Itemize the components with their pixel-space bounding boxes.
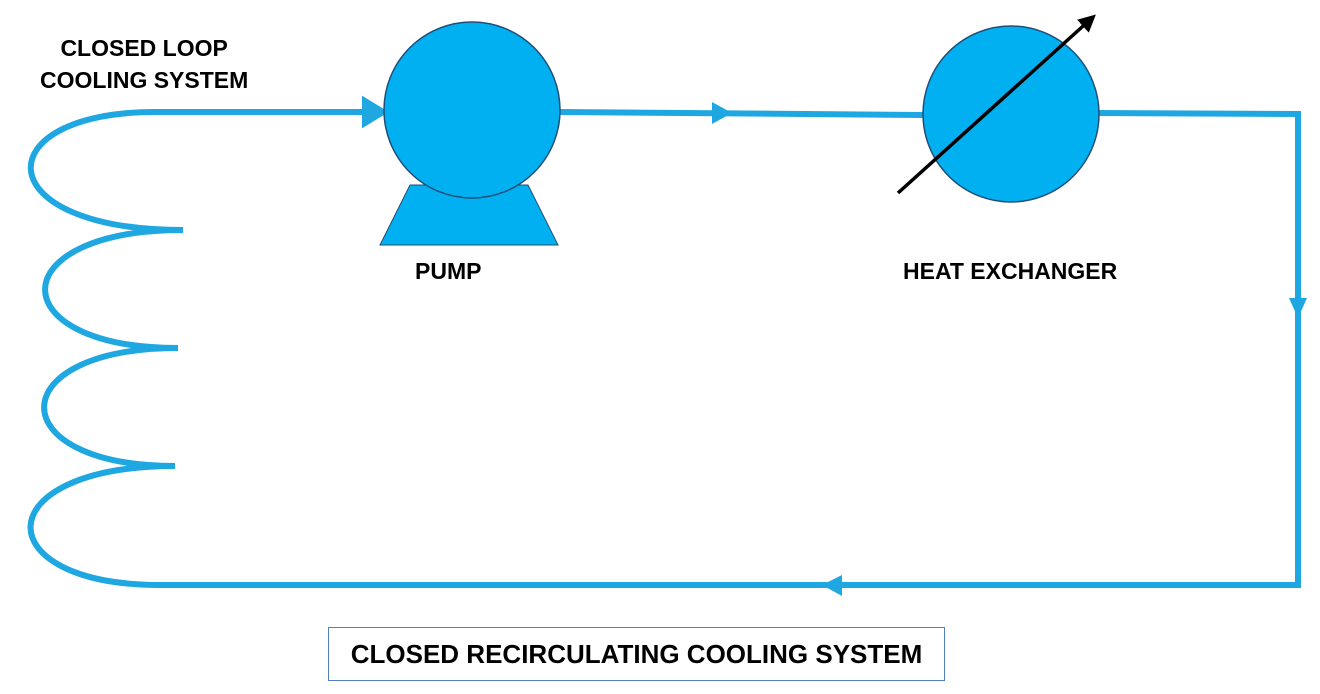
system-label-line1: CLOSED LOOP <box>60 35 228 61</box>
cooling-coil-icon <box>27 109 835 588</box>
pipe-exchanger-return <box>835 110 1301 588</box>
caption-box: CLOSED RECIRCULATING COOLING SYSTEM <box>328 627 945 681</box>
pump-label: PUMP <box>415 258 482 284</box>
flow-arrow-right <box>1289 298 1307 318</box>
heat-exchanger-label: HEAT EXCHANGER <box>903 258 1118 284</box>
flow-arrow-top <box>712 102 732 124</box>
flow-arrow-bottom <box>822 575 842 596</box>
pipe-pump-to-exchanger <box>559 109 926 118</box>
centrifugal-pump-icon <box>379 21 561 246</box>
pump-base <box>379 184 559 246</box>
pump-casing <box>383 21 561 199</box>
system-label: CLOSED LOOP COOLING SYSTEM <box>40 32 248 96</box>
system-label-line2: COOLING SYSTEM <box>40 67 249 93</box>
pump-inlet-arrow <box>355 95 389 129</box>
exchanger-shell <box>922 25 1100 203</box>
exchanger-arrow <box>896 14 1096 195</box>
caption-text: CLOSED RECIRCULATING COOLING SYSTEM <box>350 638 923 669</box>
heat-exchanger-icon <box>896 14 1100 203</box>
